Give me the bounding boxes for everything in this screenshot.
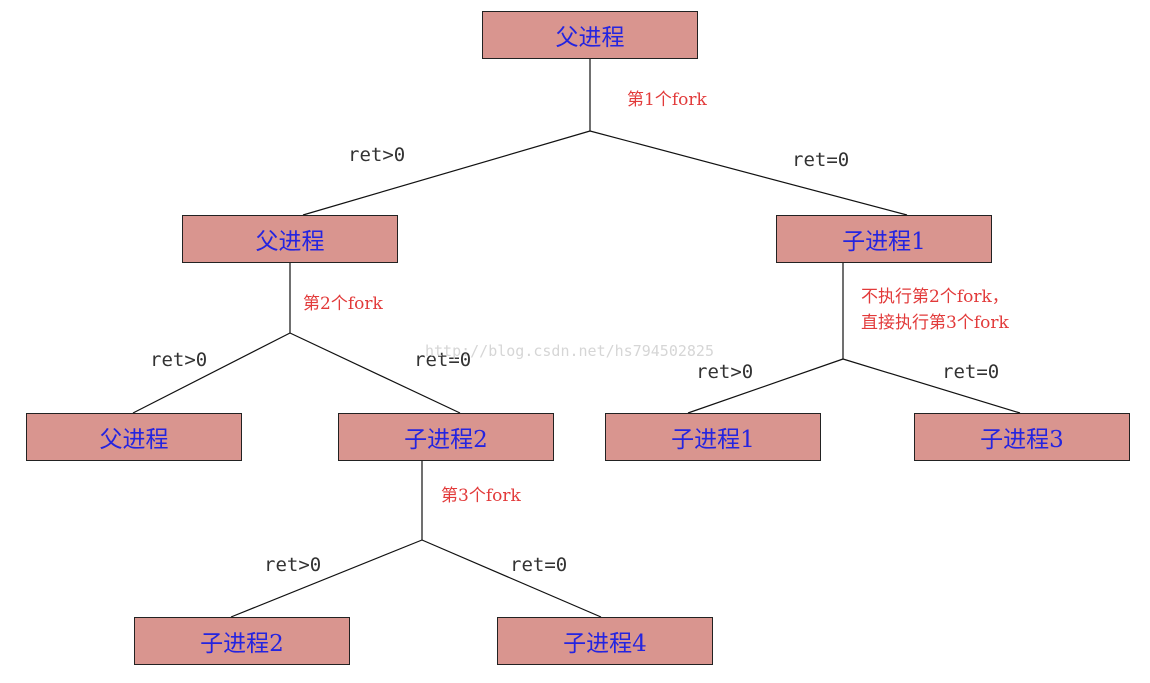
node-l3-child4: 子进程4 <box>497 617 713 665</box>
edge-label-root-right: ret=0 <box>792 149 850 171</box>
edge-label-c2-left: ret>0 <box>264 554 322 576</box>
edge-l1p-right <box>289 332 461 414</box>
edge-label-c1-right: ret=0 <box>942 361 1000 383</box>
node-l2-child2: 子进程2 <box>338 413 554 461</box>
node-l2-parent: 父进程 <box>26 413 242 461</box>
edge-c1-left <box>687 358 844 414</box>
annotation-fork-1: 第1个fork <box>627 90 707 110</box>
watermark-url: http://blog.csdn.net/hs794502825 <box>425 342 714 360</box>
edge-label-root-left: ret>0 <box>348 144 406 166</box>
node-l2-child1: 子进程1 <box>605 413 821 461</box>
annotation-fork-2: 第2个fork <box>303 294 383 314</box>
edge-label-l1p-right: ret=0 <box>414 349 472 371</box>
node-l3-child2: 子进程2 <box>134 617 350 665</box>
node-l2-child3: 子进程3 <box>914 413 1130 461</box>
edge-label-c2-right: ret=0 <box>510 554 568 576</box>
annotation-skip-line-2: 直接执行第3个fork <box>861 313 1009 333</box>
edge-l1p-left <box>132 332 291 414</box>
edge-c2-left <box>230 539 423 618</box>
edge-root-left <box>302 130 591 216</box>
edge-c1-right <box>842 358 1021 414</box>
edge-label-c1-left: ret>0 <box>696 361 754 383</box>
edge-c2-right <box>421 539 602 618</box>
edge-root-right <box>589 130 908 216</box>
node-l1-child1: 子进程1 <box>776 215 992 263</box>
node-l1-parent: 父进程 <box>182 215 398 263</box>
annotation-fork-3: 第3个fork <box>441 486 521 506</box>
edge-label-l1p-left: ret>0 <box>150 349 208 371</box>
node-root-parent: 父进程 <box>482 11 698 59</box>
annotation-skip-line-1: 不执行第2个fork， <box>861 287 1009 307</box>
